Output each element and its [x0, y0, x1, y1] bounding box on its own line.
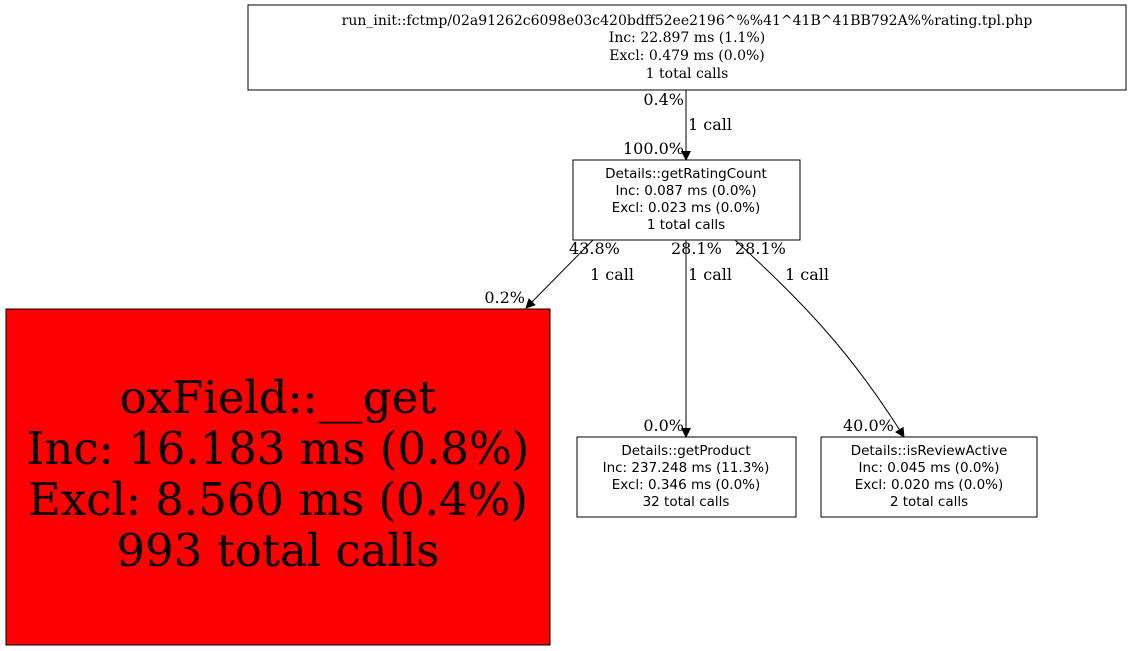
node-calls: 1 total calls	[647, 217, 725, 233]
edge-call-label: 1 call	[785, 265, 829, 284]
node-excl: Excl: 0.346 ms (0.0%)	[612, 477, 761, 493]
node-root-template[interactable]: run_init::fctmp/02a91262c6098e03c420bdff…	[247, 4, 1127, 91]
edge-tail-label: 28.1%	[735, 239, 786, 258]
node-get-product[interactable]: Details::getProduct Inc: 237.248 ms (11.…	[576, 436, 797, 518]
node-calls: 32 total calls	[643, 494, 730, 510]
node-name: run_init::fctmp/02a91262c6098e03c420bdff…	[342, 13, 1033, 29]
node-calls: 1 total calls	[646, 66, 729, 82]
edge-head-label: 0.2%	[484, 288, 525, 307]
node-inc: Inc: 0.045 ms (0.0%)	[858, 460, 999, 476]
edge-head-label: 100.0%	[623, 139, 684, 158]
node-name: Details::isReviewActive	[851, 443, 1008, 459]
node-name: oxField::__get	[120, 371, 437, 424]
edge-tail-label: 0.4%	[643, 90, 684, 109]
edge-head-label: 40.0%	[843, 416, 894, 435]
node-calls: 993 total calls	[117, 524, 440, 577]
node-inc: Inc: 22.897 ms (1.1%)	[609, 30, 765, 46]
edge-root-to-getratingcount: 0.4% 1 call 100.0%	[623, 90, 732, 161]
edge-head-label: 0.0%	[643, 416, 684, 435]
edge-getratingcount-to-oxfield: 43.8% 1 call 0.2%	[484, 239, 634, 309]
edge-call-label: 1 call	[590, 265, 634, 284]
node-get-rating-count[interactable]: Details::getRatingCount Inc: 0.087 ms (0…	[572, 159, 801, 241]
node-inc: Inc: 237.248 ms (11.3%)	[603, 460, 770, 476]
edge-getratingcount-to-getproduct: 28.1% 1 call 0.0%	[643, 239, 732, 438]
node-excl: Excl: 0.023 ms (0.0%)	[612, 200, 761, 216]
edge-call-label: 1 call	[688, 115, 732, 134]
node-name: Details::getProduct	[621, 443, 750, 459]
node-oxfield-get[interactable]: oxField::__get Inc: 16.183 ms (0.8%) Exc…	[5, 308, 551, 646]
node-excl: Excl: 0.020 ms (0.0%)	[855, 477, 1004, 493]
node-excl: Excl: 0.479 ms (0.0%)	[609, 48, 765, 64]
node-inc: Inc: 0.087 ms (0.0%)	[615, 183, 756, 199]
node-inc: Inc: 16.183 ms (0.8%)	[27, 422, 530, 475]
edge-tail-label: 43.8%	[569, 239, 620, 258]
edge-getratingcount-to-isreviewactive: 28.1% 1 call 40.0%	[734, 239, 905, 438]
node-calls: 2 total calls	[890, 494, 968, 510]
node-is-review-active[interactable]: Details::isReviewActive Inc: 0.045 ms (0…	[820, 436, 1038, 518]
edge-tail-label: 28.1%	[671, 239, 722, 258]
node-excl: Excl: 8.560 ms (0.4%)	[28, 473, 528, 526]
node-name: Details::getRatingCount	[605, 166, 767, 182]
edge-call-label: 1 call	[688, 265, 732, 284]
